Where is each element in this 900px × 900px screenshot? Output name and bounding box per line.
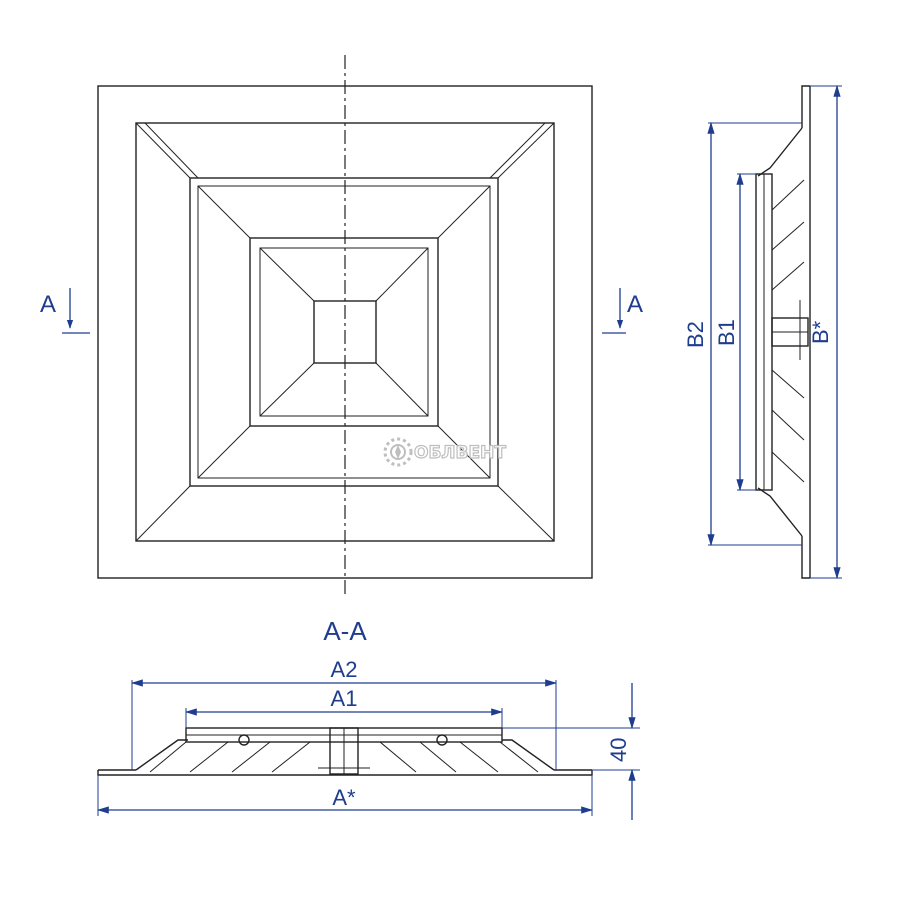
label-b-star: B* [808, 320, 833, 344]
ring-3-outer [259, 247, 429, 417]
dimension-height: 40 [502, 683, 640, 820]
label-a2: A2 [331, 657, 358, 682]
dimension-b1: B1 [714, 172, 756, 492]
label-a1: A1 [331, 686, 358, 711]
section-title: A-A [323, 616, 367, 646]
watermark: ОБЛВЕНТ [383, 437, 507, 467]
dimension-b-star: B* [808, 84, 842, 580]
dimension-a-star: A* [96, 775, 594, 816]
dimension-a1: A1 [184, 686, 504, 728]
dimension-a2: A2 [130, 657, 558, 770]
ring-1-inner [189, 177, 499, 487]
side-view [755, 85, 811, 579]
plan-view [97, 55, 593, 598]
ring-2-outer [197, 185, 491, 479]
label-b2: B2 [683, 321, 708, 348]
label-height: 40 [606, 738, 631, 762]
watermark-brand: ОБЛВЕНТ [414, 443, 506, 463]
dimension-b2: B2 [683, 121, 802, 547]
label-b1: B1 [714, 319, 739, 346]
section-letter-right: A [627, 291, 643, 318]
section-marker-left: A [40, 288, 90, 334]
section-view [97, 727, 593, 776]
section-marker-right: A [602, 288, 643, 334]
ring-2-inner [249, 237, 439, 427]
section-letter-left: A [40, 291, 56, 318]
label-a-star: A* [332, 785, 356, 810]
gear-fan-icon [383, 437, 413, 467]
